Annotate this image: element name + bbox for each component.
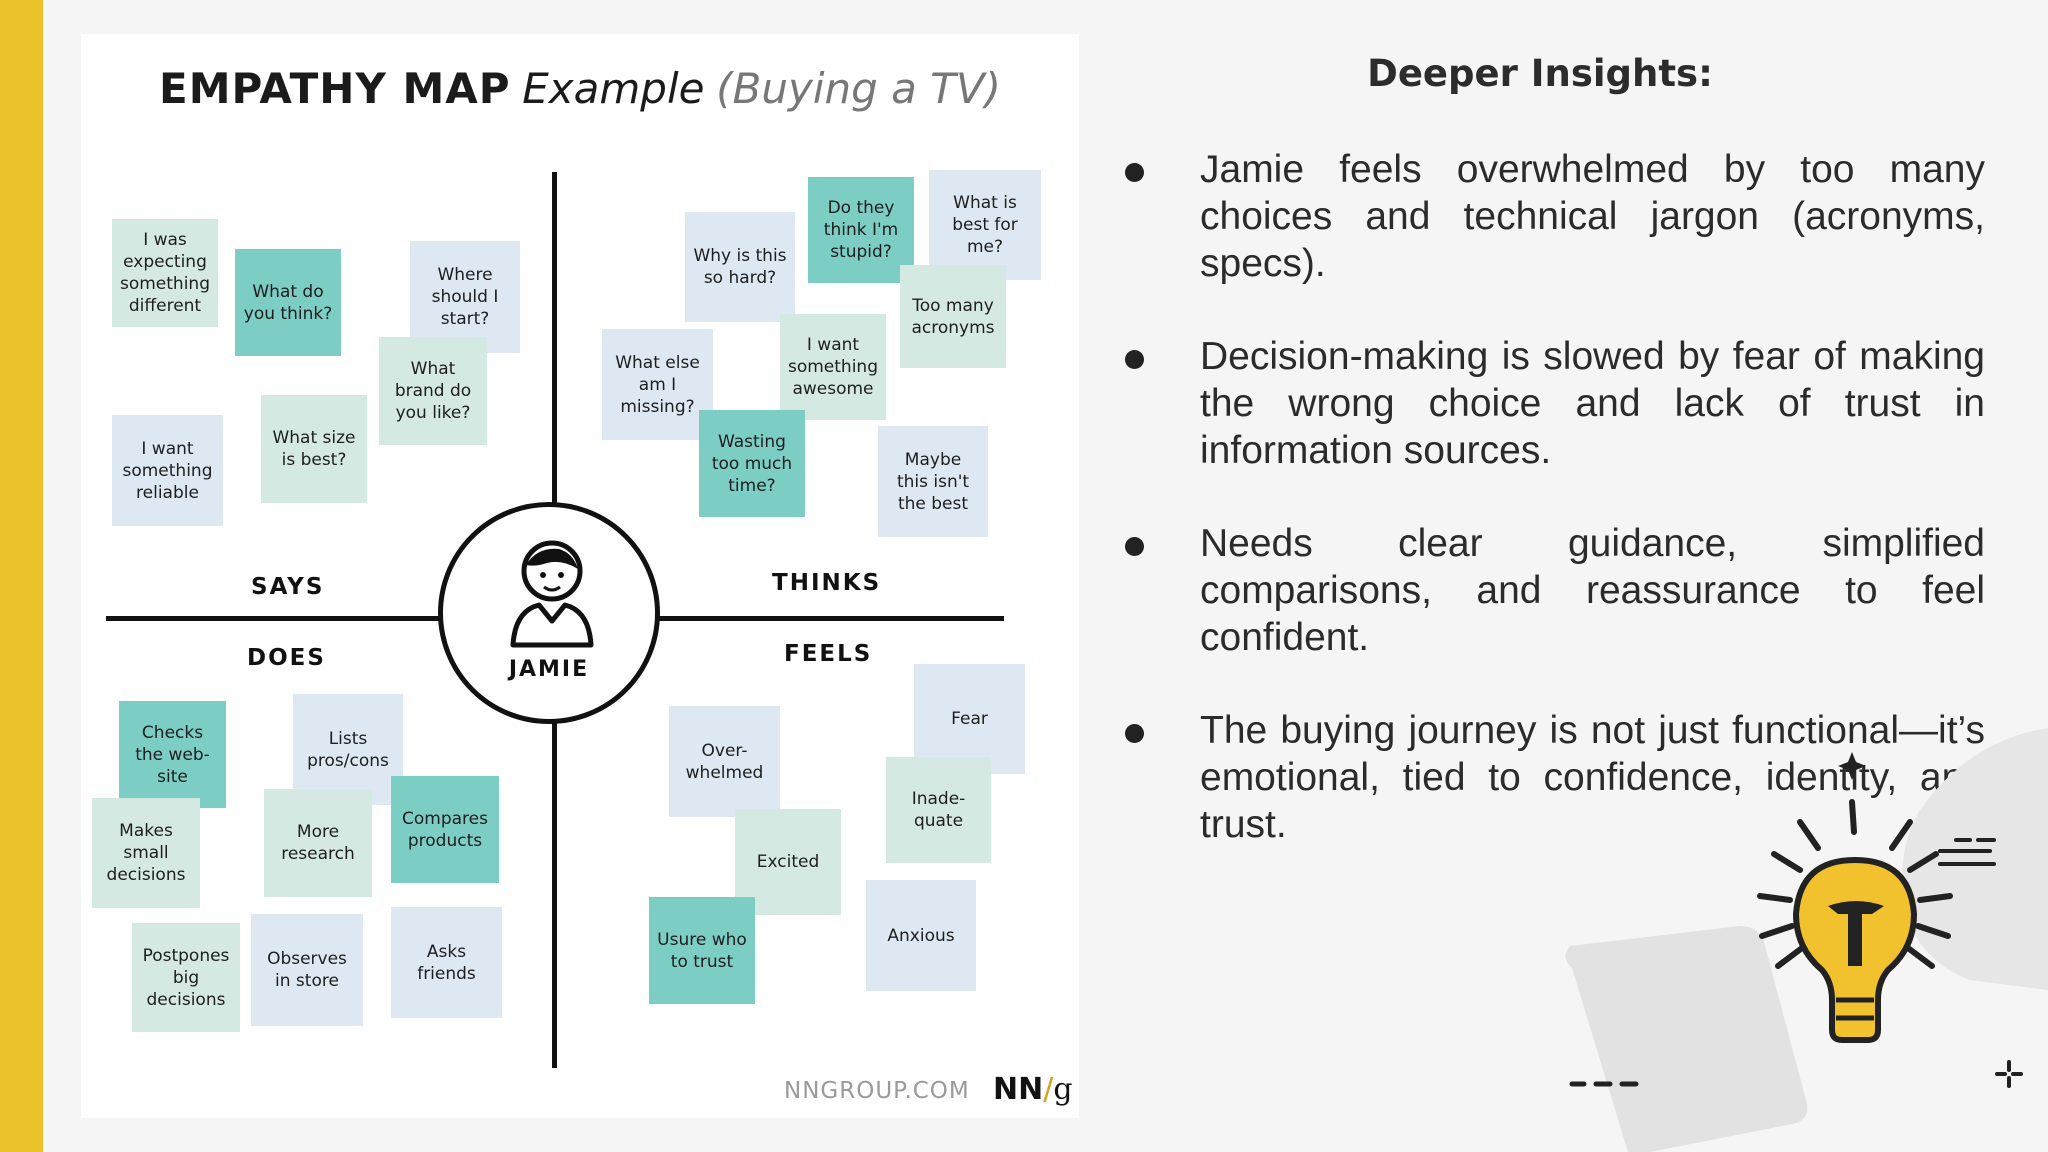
- thinks-note-1: Why is this so hard?: [685, 212, 795, 322]
- insight-text: Jamie feels overwhelmed by too many choi…: [1200, 148, 1985, 285]
- insight-item: Jamie feels overwhelmed by too many choi…: [1125, 146, 1987, 333]
- thinks-note-8: Maybe this isn't the best: [878, 426, 988, 537]
- does-note-2: Lists pros/cons: [293, 694, 403, 805]
- does-note-1: Checks the web- site: [119, 701, 226, 808]
- feels-note-2: Over- whelmed: [669, 706, 780, 817]
- does-note-7: Observes in store: [251, 914, 363, 1026]
- feels-note-5: Usure who to trust: [649, 897, 755, 1004]
- map-title-sub: (Buying a TV): [716, 64, 1001, 113]
- sparkle-icon: [1838, 752, 1866, 780]
- map-title-italic: Example: [522, 64, 705, 113]
- thinks-note-6: I want something awesome: [780, 314, 886, 420]
- says-note-5: I want something reliable: [112, 415, 223, 526]
- persona-circle: JAMIE: [438, 502, 660, 724]
- insight-item: Needs clear guidance, simplified compari…: [1125, 520, 1987, 707]
- does-note-4: More research: [264, 789, 372, 897]
- source-url: NNGROUP.COM: [784, 1078, 970, 1104]
- nng-logo: NN/g: [993, 1072, 1073, 1107]
- dash-marks-top: [1938, 838, 1996, 866]
- quadrant-label-says: SAYS: [251, 574, 325, 600]
- does-note-3: Makes small decisions: [92, 798, 200, 908]
- quadrant-label-thinks: THINKS: [772, 570, 882, 596]
- lightbulb-icon: [1757, 799, 1953, 1043]
- logo-slash: /: [1043, 1072, 1054, 1107]
- bullet: [1125, 724, 1144, 743]
- says-note-6: What size is best?: [261, 395, 367, 503]
- decorative-illustration: [1565, 728, 2048, 1152]
- insight-item: Decision-making is slowed by fear of mak…: [1125, 333, 1987, 520]
- says-note-1: I was expecting something different: [112, 219, 218, 327]
- thinks-note-7: Wasting too much time?: [699, 410, 805, 517]
- insights-title: Deeper Insights:: [1367, 52, 1713, 95]
- thinks-note-2: Do they think I'm stupid?: [808, 177, 914, 283]
- insight-text: Decision-making is slowed by fear of mak…: [1200, 335, 1985, 472]
- decorative-card-shape: [1565, 926, 1808, 1152]
- feels-note-1: Fear: [914, 664, 1025, 774]
- logo-g: g: [1053, 1072, 1073, 1107]
- insight-text: Needs clear guidance, simplified compari…: [1200, 522, 1985, 659]
- does-note-5: Compares products: [391, 776, 499, 883]
- does-note-6: Postpones big decisions: [132, 923, 240, 1032]
- insights-list: Jamie feels overwhelmed by too many choi…: [1125, 146, 1987, 894]
- quadrant-label-feels: FEELS: [784, 641, 873, 667]
- persona-name: JAMIE: [508, 657, 590, 682]
- bullet: [1125, 350, 1144, 369]
- feels-note-3: Inade- quate: [886, 757, 991, 863]
- does-note-8: Asks friends: [391, 907, 502, 1018]
- sparkle-icon: [1995, 1060, 2023, 1088]
- bullet: [1125, 163, 1144, 182]
- decorative-blob-right: [1902, 728, 2048, 990]
- feels-note-6: Anxious: [866, 880, 976, 991]
- logo-nn: NN: [993, 1072, 1044, 1107]
- person-icon: [510, 540, 594, 648]
- accent-bar: [0, 0, 43, 1152]
- map-title: EMPATHY MAP Example (Buying a TV): [81, 64, 1079, 113]
- thinks-note-5: What else am I missing?: [602, 329, 713, 440]
- says-note-2: What do you think?: [235, 249, 341, 356]
- map-title-bold: EMPATHY MAP: [159, 64, 511, 113]
- bullet: [1125, 537, 1144, 556]
- thinks-note-4: Too many acronyms: [900, 265, 1006, 368]
- quadrant-label-does: DOES: [247, 645, 326, 671]
- says-note-3: Where should I start?: [410, 241, 520, 353]
- empathy-map-image: EMPATHY MAP Example (Buying a TV) I was …: [81, 34, 1079, 1118]
- says-note-4: What brand do you like?: [379, 337, 487, 445]
- thinks-note-3: What is best for me?: [929, 170, 1041, 280]
